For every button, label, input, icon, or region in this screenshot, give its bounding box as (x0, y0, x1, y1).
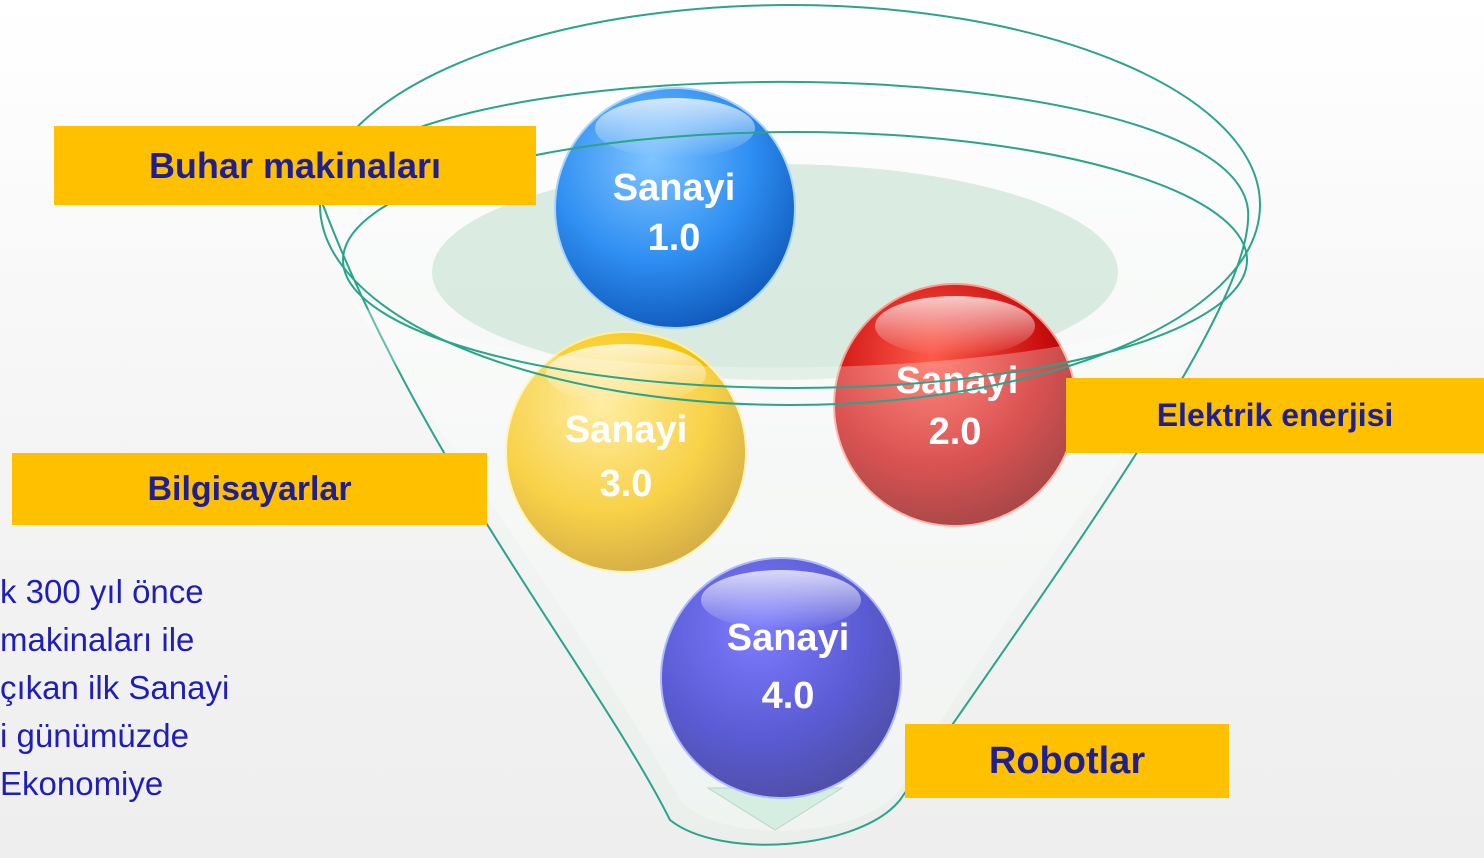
label-bilgisayarlar: Bilgisayarlar (12, 453, 487, 525)
sphere-3-line2: 3.0 (600, 463, 653, 505)
body-line: i günümüzde (0, 717, 189, 754)
sphere-2-line2: 2.0 (929, 411, 982, 453)
body-line: k 300 yıl önce (0, 573, 204, 610)
sphere-1-line1: Sanayi (613, 167, 736, 209)
label-robotlar: Robotlar (905, 724, 1229, 798)
funnel-rim-outer (319, 4, 1261, 406)
sphere-4-line2: 4.0 (762, 675, 815, 717)
funnel-glass-overlay (350, 300, 1215, 831)
sphere-4-line1: Sanayi (727, 617, 850, 659)
sphere-sanayi-3: Sanayi 3.0 (505, 331, 747, 573)
funnel-rim-inner (342, 131, 1248, 389)
body-line: Ekonomiye (0, 765, 164, 802)
sphere-sanayi-1: Sanayi 1.0 (554, 87, 796, 329)
sphere-2-line1: Sanayi (896, 360, 1019, 402)
sphere-1-line2: 1.0 (648, 217, 701, 259)
sphere-sanayi-4: Sanayi 4.0 (660, 557, 902, 799)
label-elektrik-enerjisi: Elektrik enerjisi (1066, 378, 1484, 453)
body-paragraph: k 300 yıl önce makinaları ile çıkan ilk … (0, 568, 380, 808)
label-buhar-makinalari: Buhar makinaları (54, 126, 536, 205)
sphere-3-line1: Sanayi (565, 409, 688, 451)
body-line: çıkan ilk Sanayi (0, 669, 230, 706)
body-line: makinaları ile (0, 621, 195, 658)
